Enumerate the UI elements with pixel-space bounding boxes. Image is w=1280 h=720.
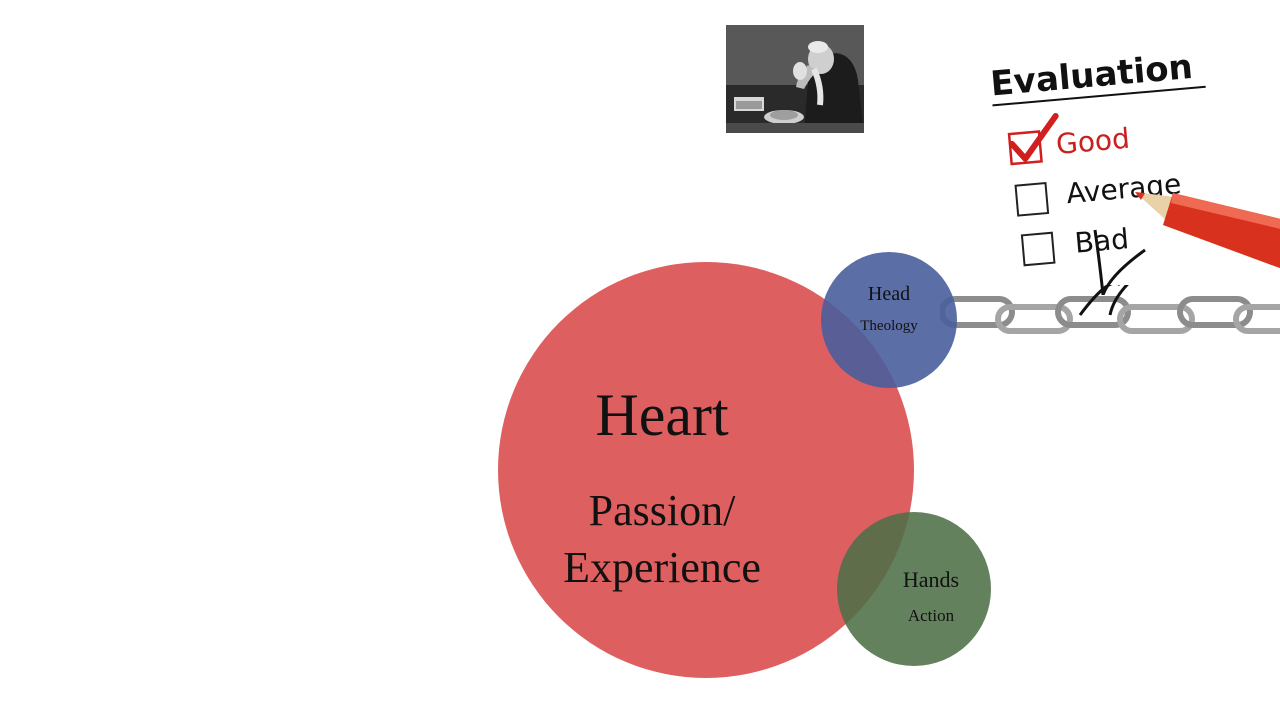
evaluation-checklist: Evaluation Good Average Bad xyxy=(985,25,1280,295)
heart-title: Heart xyxy=(595,382,729,448)
chain-icon xyxy=(940,285,1280,334)
good-option-label: Good xyxy=(1055,122,1131,161)
good-checkbox xyxy=(1007,130,1043,166)
knot-string xyxy=(1093,229,1146,295)
check-mark-icon xyxy=(1008,112,1059,162)
average-checkbox xyxy=(1014,182,1050,217)
hands-circle xyxy=(837,512,991,666)
heart-line-2: Experience xyxy=(563,543,761,592)
bad-checkbox xyxy=(1020,231,1056,267)
head-circle xyxy=(821,252,957,388)
heart-circle xyxy=(498,262,914,678)
head-title: Head xyxy=(868,283,910,305)
hands-subtitle: Action xyxy=(908,606,955,625)
bad-option-label: Bad xyxy=(1073,222,1130,260)
pencil-icon xyxy=(1135,192,1280,269)
praying-man-photo xyxy=(726,25,864,133)
head-subtitle: Theology xyxy=(860,318,918,334)
heart-line-1: Passion/ xyxy=(589,486,736,535)
hands-title: Hands xyxy=(903,567,959,592)
